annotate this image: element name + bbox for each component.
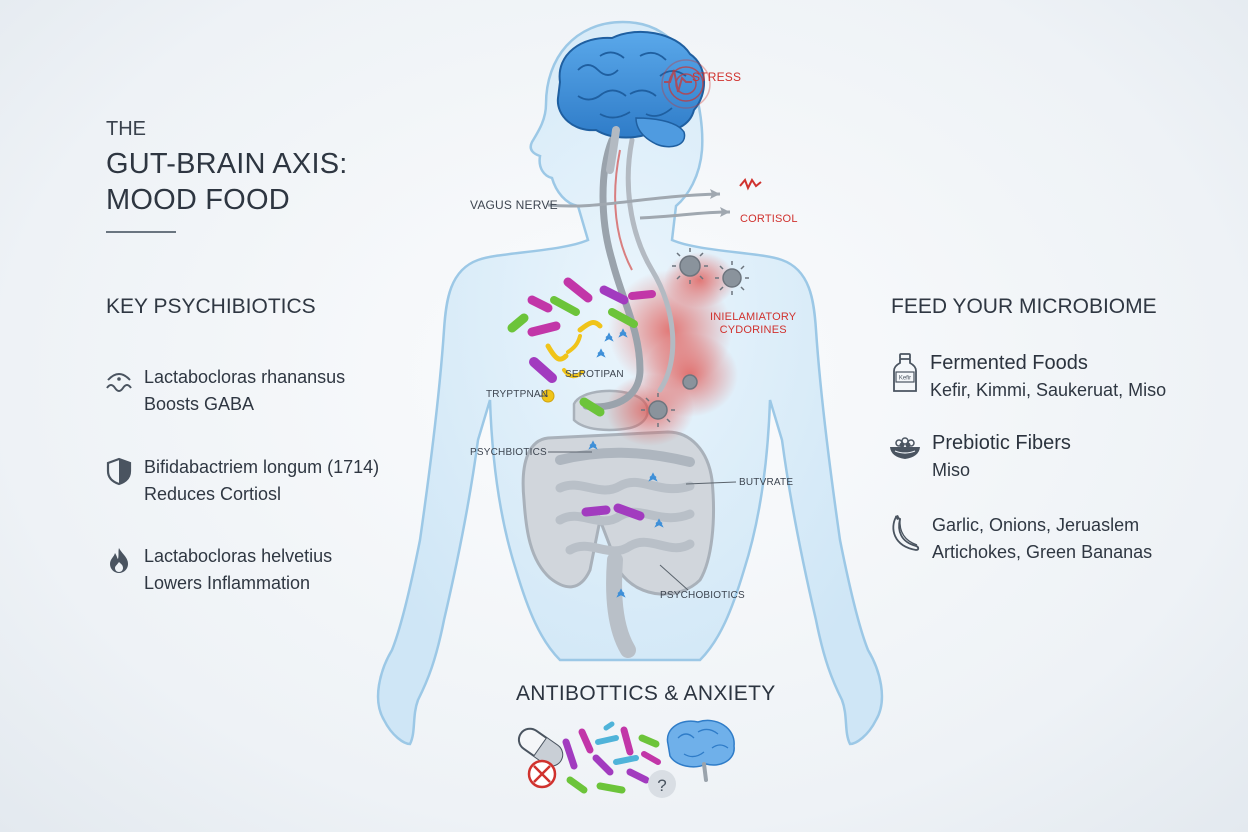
food-title: Fermented Foods: [930, 352, 1088, 374]
gut-bacteria: [507, 277, 664, 598]
psychibiotic-name: Lactabocloras rhanansus: [144, 367, 346, 387]
intestines: [521, 389, 715, 658]
psychibiotic-item: Lactabocloras helvetius Lowers Inflammat…: [104, 543, 332, 597]
food-detail: Kefir, Kimmi, Saukeruat, Miso: [930, 380, 1167, 400]
shield-icon: [106, 457, 132, 486]
banana-icon: [892, 515, 920, 551]
psychibiotic-effect: Reduces Cortiosl: [144, 484, 282, 504]
food-detail: Miso: [932, 460, 971, 480]
nerve-wave-icon: [106, 373, 132, 392]
question-bubble: [648, 770, 676, 798]
bottom-bacteria: [562, 721, 661, 794]
flame-icon: [110, 548, 128, 573]
antibiotics-illustration: ?: [517, 719, 735, 798]
feed-microbiome-heading: FEED YOUR MICROBIOME: [891, 295, 1157, 318]
psychibiotic-effect: Boosts GABA: [144, 394, 255, 414]
butyrate-label: BUTVRATE: [739, 477, 794, 488]
psychibiotic-item: Bifidabactriem longum (1714) Reduces Cor…: [104, 454, 379, 508]
vagus-nerve: [582, 136, 644, 411]
food-title: Prebiotic Fibers: [932, 432, 1071, 454]
kefir-bottle-icon: Kefir: [893, 353, 917, 392]
title-line-2: MOOD FOOD: [106, 184, 290, 216]
capsule-icon: [517, 727, 564, 767]
cortisol-label: CORTISOL: [740, 213, 798, 225]
bowl-icon: [890, 437, 920, 459]
page-title: GUT-BRAIN AXIS: MOOD FOOD: [106, 146, 348, 218]
no-symbol-icon: [527, 759, 557, 789]
inflammatory-cytokines-label: INIELAMIATORY CYDORINES: [710, 311, 796, 337]
psychbiotics-label: PSYCHBIOTICS: [470, 447, 547, 458]
serotonin-label: SEROTIPAN: [565, 369, 624, 380]
inflammatory-label-line-1: INIELAMIATORY: [710, 311, 797, 323]
antibiotics-anxiety-heading: ANTIBOTTICS & ANXIETY: [516, 682, 776, 705]
key-psychibiotics-heading: KEY PSYCHIBIOTICS: [106, 295, 316, 318]
food-detail: Artichokes, Green Bananas: [932, 542, 1153, 562]
psychibiotic-item: Lactabocloras rhanansus Boosts GABA: [104, 364, 345, 418]
stress-label: STRESS: [692, 70, 742, 84]
brain: [556, 31, 706, 174]
psychobiotics-label: PSYCHOBIOTICS: [660, 590, 745, 601]
psychibiotic-name: Lactabocloras helvetius: [144, 546, 333, 566]
stress-indicator: [661, 59, 711, 109]
psychibiotic-effect: Lowers Inflammation: [144, 573, 311, 593]
food-item: Garlic, Onions, Jeruaslem Artichokes, Gr…: [888, 512, 1152, 566]
title-line-1: GUT-BRAIN AXIS:: [106, 148, 348, 180]
title-divider: [106, 231, 176, 233]
psychibiotic-name: Bifidabactriem longum (1714): [144, 457, 380, 477]
virus-particles: [641, 248, 749, 427]
kefir-bottle-label: Kefir: [899, 376, 911, 382]
small-brain-icon: [666, 719, 735, 782]
inflammatory-label-line-2: CYDORINES: [719, 324, 787, 336]
vagus-nerve-label: VAGUS NERVE: [470, 198, 558, 212]
title-prefix: THE: [106, 118, 146, 140]
food-item: Prebiotic Fibers Miso: [888, 430, 1071, 484]
food-detail: Garlic, Onions, Jeruaslem: [932, 515, 1140, 535]
question-mark: ?: [657, 776, 666, 795]
food-item: Kefir Fermented Foods Kefir, Kimmi, Sauk…: [890, 350, 1166, 404]
label-leaders: [540, 395, 737, 591]
tryptophan-label: TRYPTPNAN: [486, 389, 549, 400]
